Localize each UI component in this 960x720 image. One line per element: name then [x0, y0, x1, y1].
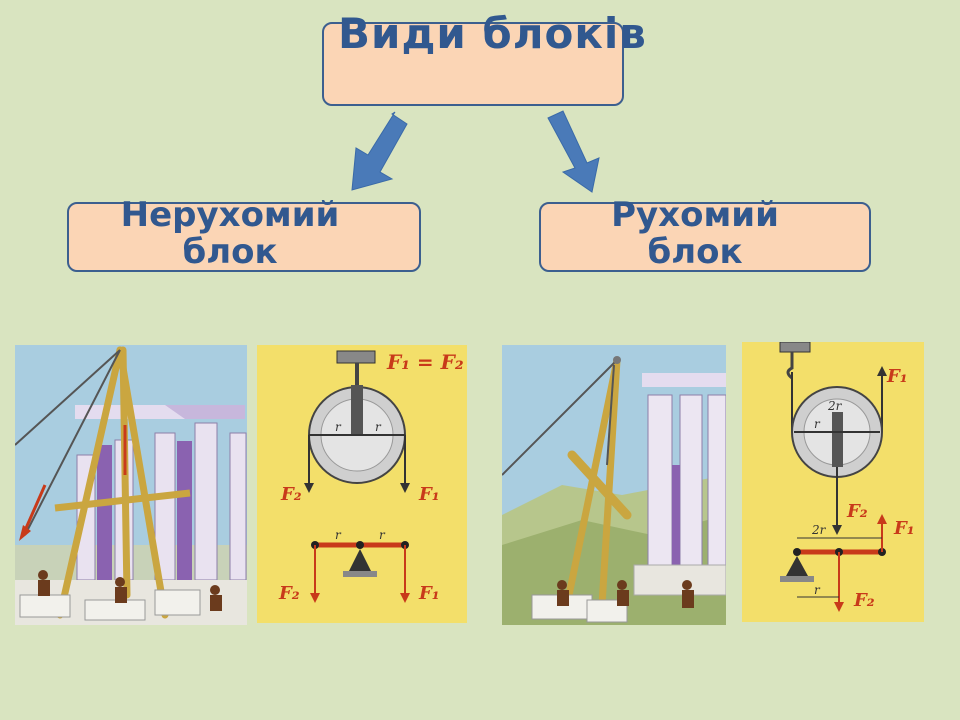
- force-f1-bottom: F₁: [893, 518, 915, 539]
- lever-radius-left: r: [335, 528, 342, 542]
- fixed-block-box: [67, 202, 421, 272]
- force-f2-bottom: F₂: [853, 590, 875, 611]
- radius-right: r: [375, 420, 382, 434]
- fixed-pulley-scene-image: [15, 345, 247, 625]
- label-r-lever: r: [814, 583, 821, 597]
- lever-radius-right: r: [379, 528, 386, 542]
- force-f1-bottom: F₁: [418, 583, 440, 604]
- movable-block-box: [539, 202, 871, 272]
- label-2r-top: 2r: [827, 399, 843, 413]
- equation: F₁ = F₂: [386, 350, 464, 374]
- force-f2-top: F₂: [280, 484, 302, 505]
- force-f2-top: F₂: [846, 501, 868, 522]
- fixed-pulley-diagram: F₁ = F₂ r r F₂ F₁ r r F₂ F₁: [257, 345, 467, 623]
- force-f1-top: F₁: [418, 484, 440, 505]
- arrow-left-icon: [351, 111, 408, 191]
- force-f1-top: F₁: [886, 366, 908, 387]
- arrow-right-icon: [547, 110, 600, 193]
- radius-left: r: [335, 420, 342, 434]
- force-f2-bottom: F₂: [278, 583, 300, 604]
- movable-pulley-diagram: 2r r F₁ F₂ 2r r F₁ F₂: [742, 342, 924, 622]
- title-box: [322, 22, 624, 106]
- label-2r-lever: 2r: [811, 523, 827, 537]
- movable-pulley-scene-image: [502, 345, 726, 625]
- label-r-top: r: [814, 417, 821, 431]
- title: Види блоків: [338, 9, 647, 58]
